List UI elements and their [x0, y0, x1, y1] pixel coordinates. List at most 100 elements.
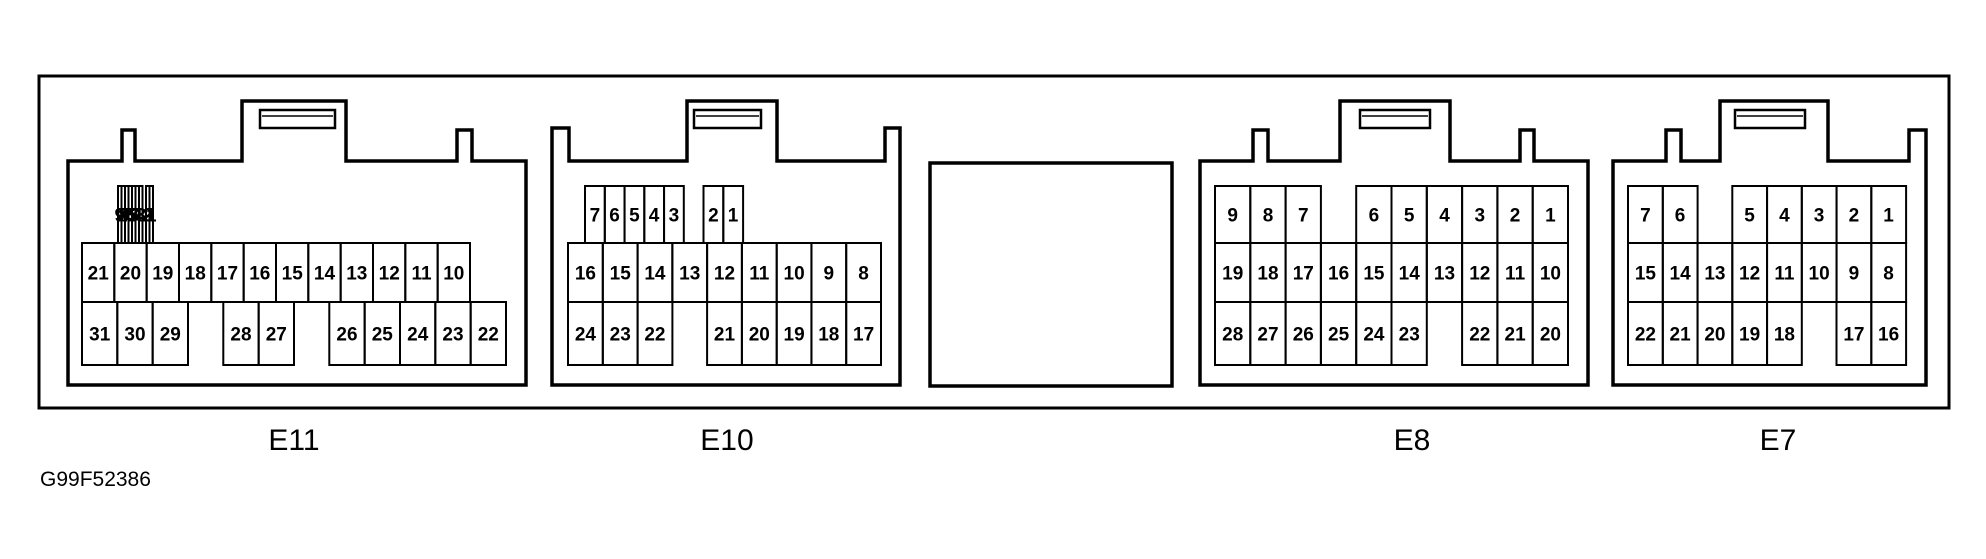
pin-number: 2 [143, 206, 154, 227]
pin-number: 17 [1293, 264, 1314, 285]
pin-number: 14 [1670, 264, 1692, 285]
pin-cell [257, 301, 296, 366]
connector-label-e10: E10 [700, 424, 753, 457]
connector-e8-outline [1198, 99, 1590, 387]
pin-number: 19 [152, 264, 173, 285]
pin-number: 8 [118, 206, 129, 227]
pin-number: 13 [1704, 264, 1725, 285]
pin-number: 11 [749, 264, 770, 285]
pin-cell [1390, 301, 1428, 366]
pin-number: 1 [146, 206, 157, 227]
pin-number: 1 [728, 206, 739, 227]
connector-label-e7: E7 [1760, 424, 1797, 457]
pin-number: 6 [1675, 206, 1686, 227]
outer-frame [37, 74, 1951, 410]
connector-e11-outline [66, 99, 528, 387]
pin-number: 14 [644, 264, 666, 285]
pin-number: 18 [1257, 264, 1278, 285]
pin-number: 9 [824, 264, 835, 285]
pin-number: 21 [88, 264, 110, 285]
pin-number: 29 [160, 325, 181, 346]
connector-e8-latch [1358, 108, 1432, 130]
pin-number: 5 [1744, 206, 1755, 227]
pin-number: 17 [1843, 325, 1864, 346]
pin-number: 21 [714, 325, 736, 346]
pin-number: 20 [1704, 325, 1725, 346]
pin-number: 18 [185, 264, 206, 285]
pin-number: 22 [644, 325, 665, 346]
connector-e10-outline [550, 99, 902, 387]
pin-number: 3 [669, 206, 680, 227]
pin-cell [845, 301, 883, 366]
pin-number: 9 [115, 206, 126, 227]
pin-number: 27 [266, 325, 287, 346]
pin-number: 19 [1739, 325, 1760, 346]
pin-number: 10 [443, 264, 464, 285]
pin-number: 25 [372, 325, 394, 346]
pin-number: 23 [610, 325, 631, 346]
pin-number: 11 [411, 264, 432, 285]
pin-number: 4 [132, 206, 143, 227]
pin-number: 30 [124, 325, 145, 346]
pin-number: 24 [575, 325, 597, 346]
pin-cell [1766, 301, 1803, 366]
pin-number: 6 [1369, 206, 1380, 227]
pin-number: 3 [1814, 206, 1825, 227]
pin-number: 28 [230, 325, 251, 346]
pin-number: 14 [314, 264, 336, 285]
pin-cell [1531, 301, 1569, 366]
connector-e7-outline [1611, 99, 1928, 387]
pin-number: 11 [1774, 264, 1795, 285]
pin-number: 22 [1635, 325, 1656, 346]
pin-number: 25 [1328, 325, 1350, 346]
pin-number: 17 [217, 264, 238, 285]
pin-number: 20 [749, 325, 770, 346]
pin-number: 15 [610, 264, 632, 285]
pin-number: 13 [1434, 264, 1455, 285]
pin-number: 12 [714, 264, 735, 285]
pin-number: 20 [120, 264, 141, 285]
pin-number: 7 [590, 206, 601, 227]
pin-number: 2 [1849, 206, 1860, 227]
pin-number: 27 [1257, 325, 1278, 346]
pin-number: 13 [346, 264, 367, 285]
pin-number: 19 [784, 325, 805, 346]
pin-number: 22 [478, 325, 499, 346]
pin-number: 9 [1227, 206, 1238, 227]
pin-number: 10 [784, 264, 805, 285]
pin-number: 16 [1878, 325, 1899, 346]
pin-number: 17 [853, 325, 874, 346]
pin-number: 10 [1540, 264, 1561, 285]
pin-number: 3 [1475, 206, 1486, 227]
pin-number: 11 [1505, 264, 1526, 285]
pin-number: 13 [679, 264, 700, 285]
pin-number: 3 [136, 206, 147, 227]
pin-number: 4 [649, 206, 660, 227]
figure-code: G99F52386 [40, 468, 151, 491]
pin-number: 4 [1779, 206, 1790, 227]
pin-number: 16 [1328, 264, 1349, 285]
pin-number: 16 [575, 264, 596, 285]
pin-number: 14 [1399, 264, 1421, 285]
pin-number: 5 [629, 206, 640, 227]
pin-number: 15 [282, 264, 304, 285]
pin-number: 8 [858, 264, 869, 285]
pin-number: 12 [1739, 264, 1760, 285]
pin-number: 21 [1505, 325, 1527, 346]
pin-number: 6 [125, 206, 136, 227]
connector-e10-latch [692, 108, 763, 130]
connector-e11-latch [258, 108, 337, 130]
pin-number: 18 [818, 325, 839, 346]
pin-number: 20 [1540, 325, 1561, 346]
pin-number: 8 [1263, 206, 1274, 227]
pin-number: 12 [379, 264, 400, 285]
pin-number: 26 [1293, 325, 1314, 346]
pin-number: 2 [1510, 206, 1521, 227]
pin-number: 28 [1222, 325, 1243, 346]
pin-number: 5 [129, 206, 140, 227]
pin-number: 23 [1399, 325, 1420, 346]
pin-number: 1 [1883, 206, 1894, 227]
pin-number: 9 [1849, 264, 1860, 285]
